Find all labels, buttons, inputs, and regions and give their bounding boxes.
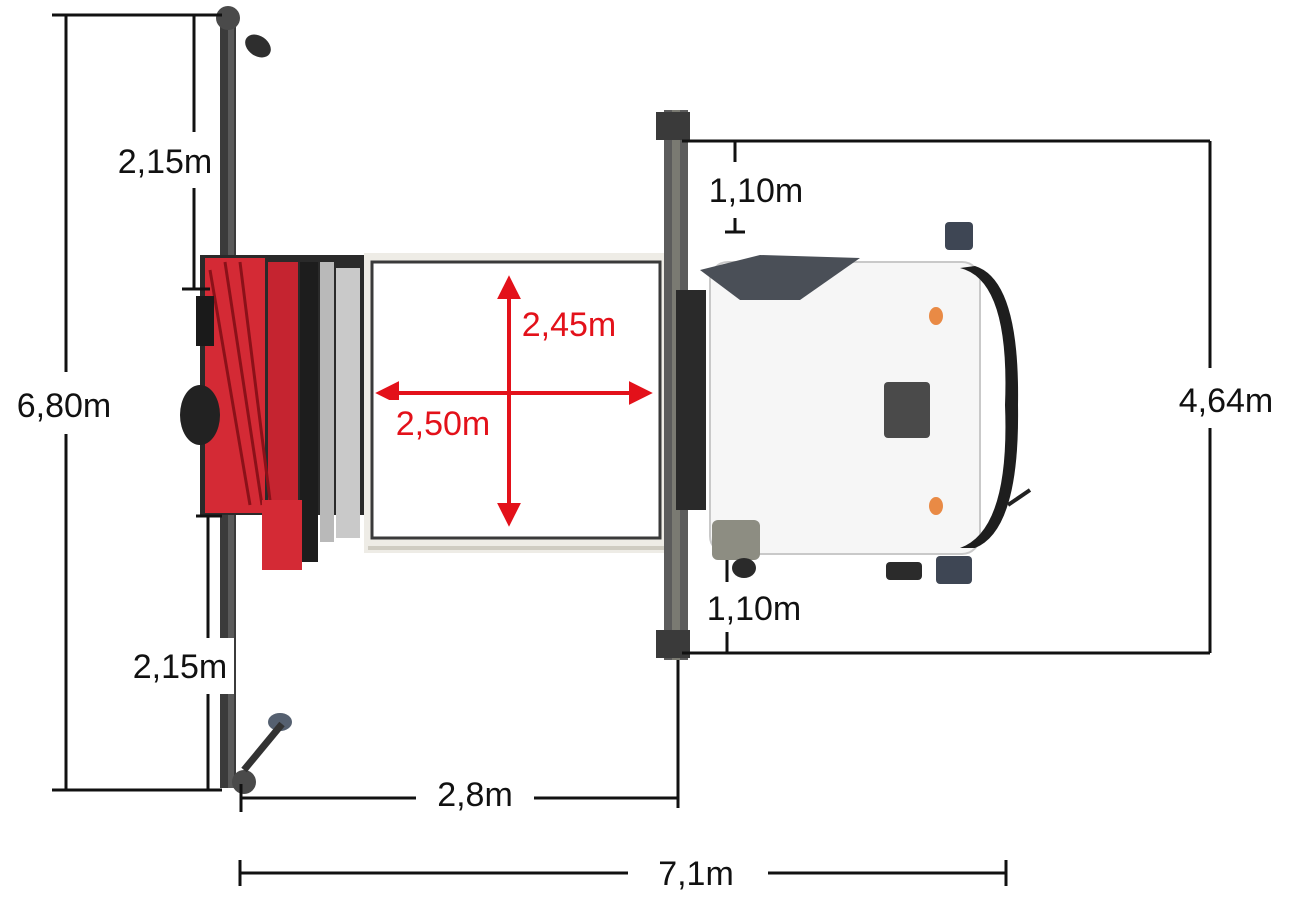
front-outrigger [656, 110, 706, 660]
crane [180, 255, 365, 570]
dimension-lines [52, 13, 1212, 886]
outrigger-foot-bottom [232, 770, 256, 794]
label-support-top: 1,10m [709, 172, 804, 210]
truck-cab [700, 222, 1032, 584]
label-outrigger-top: 2,15m [118, 143, 213, 181]
mirror-top [945, 222, 973, 250]
label-support-bottom: 1,10m [707, 590, 802, 628]
outrigger-foot-top [216, 6, 240, 30]
label-rear-to-support: 2,8m [437, 776, 513, 814]
truck-illustration [180, 6, 1032, 794]
bed-dimension-arrows [375, 275, 653, 527]
label-bed-width: 2,50m [396, 405, 491, 443]
dimension-labels: 6,80m 2,15m 2,15m 1,10m 1,10m 4,64m 2,45… [6, 132, 1284, 902]
label-outrigger-bottom: 2,15m [133, 648, 228, 686]
label-total-length: 7,1m [658, 855, 734, 893]
label-total-height: 6,80m [17, 387, 112, 425]
label-bed-length: 2,45m [522, 306, 617, 344]
mirror-bottom [936, 556, 972, 584]
label-front-width: 4,64m [1179, 382, 1274, 420]
